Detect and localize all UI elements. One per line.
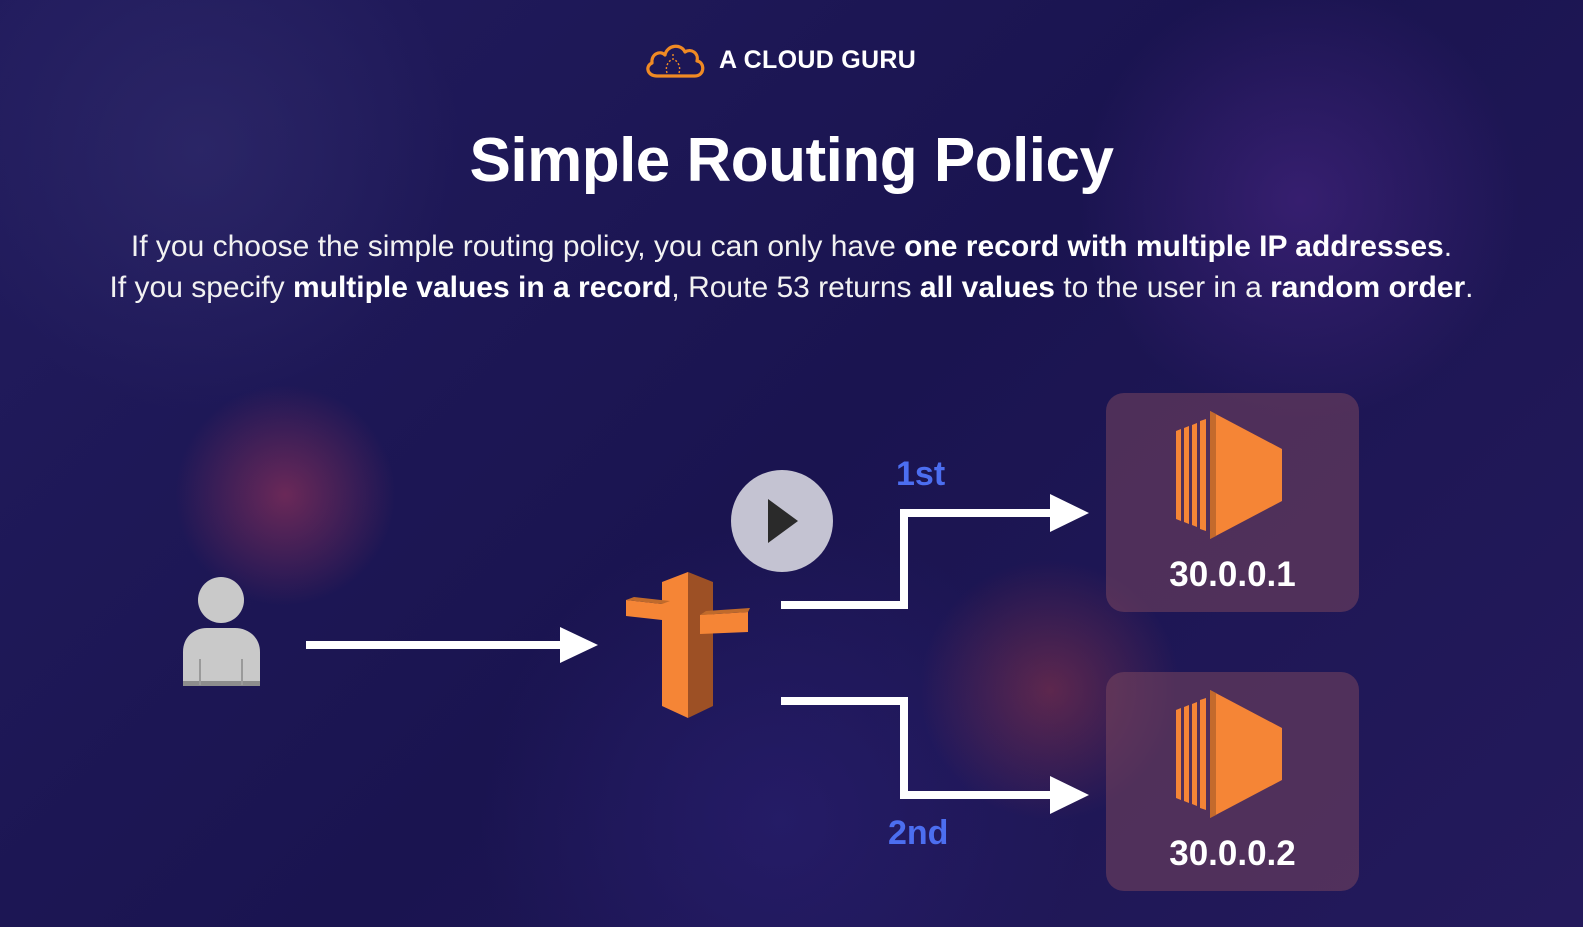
server-card-1: 30.0.0.1: [1106, 393, 1359, 612]
arrowhead: [1050, 494, 1089, 532]
ec2-instance-icon: [1176, 411, 1282, 539]
ec2-instance-icon: [1176, 690, 1282, 818]
arrowhead: [560, 627, 598, 663]
description: If you choose the simple routing policy,…: [0, 226, 1583, 308]
play-icon: [768, 499, 798, 543]
emphasis-text: one record with multiple IP addresses: [904, 230, 1444, 263]
server-ip: 30.0.0.1: [1169, 555, 1296, 594]
description-line-1: If you choose the simple routing policy,…: [0, 226, 1583, 267]
user-icon: [183, 577, 260, 686]
second-order-label: 2nd: [888, 814, 949, 852]
emphasis-text: random order: [1270, 271, 1466, 304]
server-card-2: 30.0.0.2: [1106, 672, 1359, 891]
emphasis-text: all values: [919, 271, 1055, 304]
brand-logo: A CLOUD GURU: [643, 38, 916, 82]
first-order-label: 1st: [896, 455, 946, 493]
description-text: .: [1443, 230, 1453, 263]
emphasis-text: multiple values in a record: [292, 271, 672, 304]
description-text: .: [1465, 271, 1474, 304]
brand-name: A CLOUD GURU: [719, 45, 917, 74]
page-title: Simple Routing Policy: [469, 126, 1114, 195]
route53-signpost-icon: [626, 572, 750, 718]
description-text: , Route 53 returns: [671, 271, 920, 304]
play-button[interactable]: [731, 470, 833, 572]
description-text: to the user in a: [1054, 271, 1271, 304]
description-text: If you specify: [109, 271, 293, 304]
server-ip: 30.0.0.2: [1169, 834, 1296, 873]
cloud-icon: [646, 44, 705, 78]
description-line-2: If you specify multiple values in a reco…: [0, 267, 1583, 308]
second-route-arrow: [781, 697, 1055, 799]
arrowhead: [1050, 776, 1089, 814]
description-text: If you choose the simple routing policy,…: [130, 230, 905, 263]
first-route-arrow: [781, 509, 1055, 609]
